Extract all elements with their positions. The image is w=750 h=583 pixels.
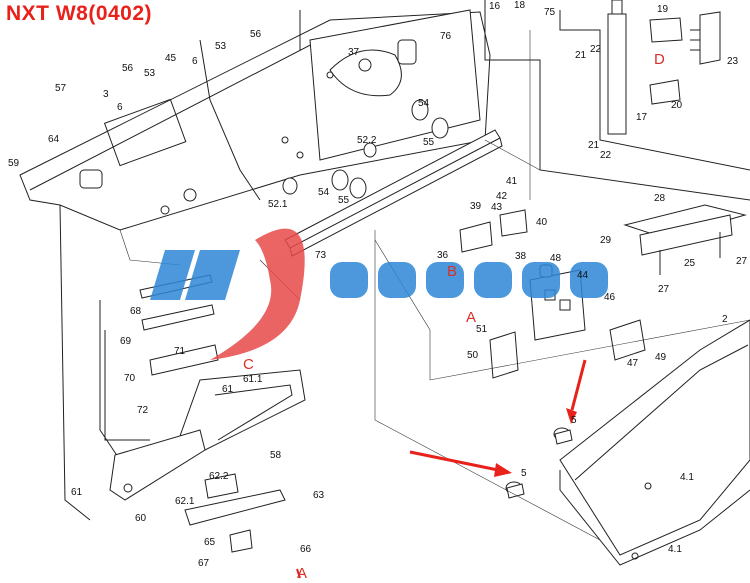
part-label: 46 bbox=[604, 292, 616, 303]
section-letter: B bbox=[447, 263, 457, 280]
part-label: 19 bbox=[657, 4, 669, 15]
part-label: 75 bbox=[544, 7, 556, 18]
part-label: 48 bbox=[550, 253, 562, 264]
part-label: 5 bbox=[571, 415, 577, 426]
part-label: 22 bbox=[600, 150, 612, 161]
part-label: 29 bbox=[600, 235, 612, 246]
right-frame bbox=[484, 0, 750, 201]
part-label: 22 bbox=[590, 44, 602, 55]
part-label: 44 bbox=[577, 270, 589, 281]
part-label: 40 bbox=[536, 217, 548, 228]
section-letter: C bbox=[243, 356, 254, 373]
part-label: 21 bbox=[575, 50, 587, 61]
part-label: 51 bbox=[476, 324, 488, 335]
part-label: 62.2 bbox=[209, 471, 229, 482]
part-label: 6 bbox=[117, 102, 123, 113]
part-label: 65 bbox=[204, 537, 216, 548]
part-label: 56 bbox=[250, 29, 262, 40]
part-label: 54 bbox=[318, 187, 330, 198]
lever-assembly bbox=[104, 274, 306, 553]
part-label: 39 bbox=[470, 201, 482, 212]
part-label: 17 bbox=[636, 112, 648, 123]
part-label: 63 bbox=[313, 490, 325, 501]
part-label: 59 bbox=[8, 158, 20, 169]
part-label: 67 bbox=[198, 558, 210, 569]
part-label: 16 bbox=[489, 1, 501, 12]
part-label: 61 bbox=[71, 487, 83, 498]
part-label: 18 bbox=[514, 0, 526, 11]
part-label: 6 bbox=[192, 56, 198, 67]
part-label: 25 bbox=[684, 258, 696, 269]
part-label: 47 bbox=[627, 358, 639, 369]
part-label: 68 bbox=[130, 306, 142, 317]
part-label: 27 bbox=[658, 284, 670, 295]
part-label: 53 bbox=[144, 68, 156, 79]
part-label: 49 bbox=[655, 352, 667, 363]
part-label: 42 bbox=[496, 191, 508, 202]
part-label: 5 bbox=[521, 468, 527, 479]
part-label: 50 bbox=[467, 350, 479, 361]
part-label: 41 bbox=[506, 176, 518, 187]
part-label: 23 bbox=[727, 56, 739, 67]
part-label: 4.1 bbox=[680, 472, 694, 483]
section-letter: D bbox=[654, 51, 665, 68]
part-label: 72 bbox=[137, 405, 149, 416]
part-label: 37 bbox=[348, 47, 360, 58]
part-label: 21 bbox=[588, 140, 600, 151]
side-cover bbox=[559, 319, 750, 566]
part-label: 43 bbox=[491, 202, 503, 213]
part-label: 66 bbox=[300, 544, 312, 555]
part-label: 55 bbox=[338, 195, 350, 206]
part-label: 76 bbox=[440, 31, 452, 42]
part-label: 52.2 bbox=[357, 135, 377, 146]
part-label: 45 bbox=[165, 53, 177, 64]
part-label: 4.1 bbox=[668, 544, 682, 555]
part-label: 3 bbox=[103, 89, 109, 100]
part-label: 69 bbox=[120, 336, 132, 347]
watermark-logo bbox=[150, 228, 608, 360]
part-label: 71 bbox=[174, 346, 186, 357]
part-label: 36 bbox=[437, 250, 449, 261]
part-label: 38 bbox=[515, 251, 527, 262]
part-label: 55 bbox=[423, 137, 435, 148]
tape-guide-assembly bbox=[623, 204, 747, 275]
rollers bbox=[282, 99, 449, 199]
part-label: 27 bbox=[736, 256, 748, 267]
part-label: 52.1 bbox=[268, 199, 288, 210]
part-label: 28 bbox=[654, 193, 666, 204]
part-label: 62.1 bbox=[175, 496, 195, 507]
part-label: 54 bbox=[418, 98, 430, 109]
part-label: 57 bbox=[55, 83, 67, 94]
part-label: 70 bbox=[124, 373, 136, 384]
part-label: 58 bbox=[270, 450, 282, 461]
part-label: 53 bbox=[215, 41, 227, 52]
part-label: 61.1 bbox=[243, 374, 263, 385]
section-letter: A bbox=[297, 565, 307, 578]
part-label: 60 bbox=[135, 513, 147, 524]
part-label: 61 bbox=[222, 384, 234, 395]
section-letter: A bbox=[466, 309, 476, 326]
part-label: 20 bbox=[671, 100, 683, 111]
part-label: 56 bbox=[122, 63, 134, 74]
pins bbox=[505, 427, 573, 499]
part-label: 64 bbox=[48, 134, 60, 145]
part-label: 73 bbox=[315, 250, 327, 261]
diagram-title: NXT W8(0402) bbox=[6, 2, 153, 25]
red-arrows bbox=[296, 359, 587, 579]
part-label: 2 bbox=[722, 314, 728, 325]
